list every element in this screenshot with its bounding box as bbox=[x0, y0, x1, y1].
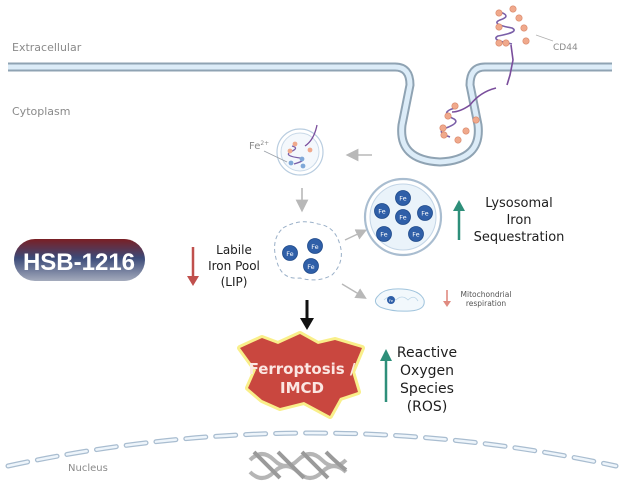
ferroptosis-burst: Ferroptosis / IMCD bbox=[237, 331, 365, 419]
lip-label-line: Iron Pool bbox=[208, 259, 260, 273]
mitochondria-label-line: Mitochondrial bbox=[461, 290, 512, 299]
mitochondrion: Fe bbox=[374, 288, 425, 312]
iron-ion bbox=[408, 226, 424, 242]
drug-badge: HSB-1216 bbox=[14, 239, 145, 281]
lip-label-line: (LIP) bbox=[221, 275, 248, 289]
iron-ion bbox=[282, 245, 298, 261]
iron-ion-label: Fe bbox=[286, 250, 293, 258]
drug-name: HSB-1216 bbox=[23, 249, 135, 276]
cytoplasm-label: Cytoplasm bbox=[12, 105, 70, 118]
ros-label-line: Oxygen bbox=[400, 363, 454, 379]
iron-ion bbox=[417, 205, 433, 221]
extracellular-label: Extracellular bbox=[12, 41, 82, 54]
lysosome-label-line: Iron bbox=[506, 213, 531, 228]
lysosome-label-line: Lysosomal bbox=[485, 196, 552, 211]
arrow-to-ferroptosis bbox=[300, 300, 314, 330]
endosome: Fe2+ bbox=[249, 124, 324, 176]
iron-ion-label: Fe bbox=[378, 208, 385, 216]
nuclear-envelope bbox=[5, 430, 619, 469]
ros-label-line: Species bbox=[400, 381, 454, 397]
iron-ion-label: Fe bbox=[380, 231, 387, 239]
mitochondria-annotation: Mitochondrial respiration bbox=[443, 290, 511, 308]
iron-ion bbox=[303, 258, 319, 274]
mitochondria-label-line: respiration bbox=[466, 299, 507, 308]
iron-ion-label: Fe bbox=[311, 243, 318, 251]
cd44-leader-line bbox=[535, 34, 554, 42]
iron-ion bbox=[395, 190, 411, 206]
cd44-label: CD44 bbox=[553, 43, 578, 53]
iron-ion-label: Fe bbox=[389, 299, 393, 303]
iron-ion-label: Fe bbox=[421, 210, 428, 218]
dna-helix-icon bbox=[248, 450, 348, 480]
ros-label-line: (ROS) bbox=[407, 399, 448, 415]
ferroptosis-label-line: IMCD bbox=[280, 379, 324, 397]
iron-ion-label: Fe bbox=[399, 214, 406, 222]
fe2-label: Fe2+ bbox=[249, 140, 269, 152]
labile-iron-pool: Fe Fe Fe bbox=[274, 221, 342, 281]
arrow-lip-to-lysosome bbox=[344, 229, 368, 241]
lip-annotation: Labile Iron Pool (LIP) bbox=[187, 243, 260, 289]
plasma-membrane bbox=[8, 62, 612, 167]
iron-ion bbox=[395, 209, 411, 225]
iron-ion-label: Fe bbox=[412, 231, 419, 239]
internalized-cd44 bbox=[439, 87, 497, 144]
cd44-receptor: CD44 bbox=[495, 5, 578, 86]
ros-annotation: Reactive Oxygen Species (ROS) bbox=[380, 345, 457, 415]
lip-label-line: Labile bbox=[216, 243, 252, 257]
iron-ion bbox=[374, 203, 390, 219]
iron-ion bbox=[376, 226, 392, 242]
arrow-lip-to-mitochondria bbox=[341, 283, 367, 299]
lysosome-label-line: Sequestration bbox=[474, 230, 565, 245]
iron-ion-label: Fe bbox=[399, 195, 406, 203]
lysosome-annotation: Lysosomal Iron Sequestration bbox=[453, 196, 564, 245]
iron-ion bbox=[307, 238, 323, 254]
ros-label-line: Reactive bbox=[397, 345, 457, 361]
ferroptosis-label-line: Ferroptosis / bbox=[249, 360, 356, 378]
nucleus-label: Nucleus bbox=[68, 463, 108, 474]
iron-ion-label: Fe bbox=[307, 263, 314, 271]
